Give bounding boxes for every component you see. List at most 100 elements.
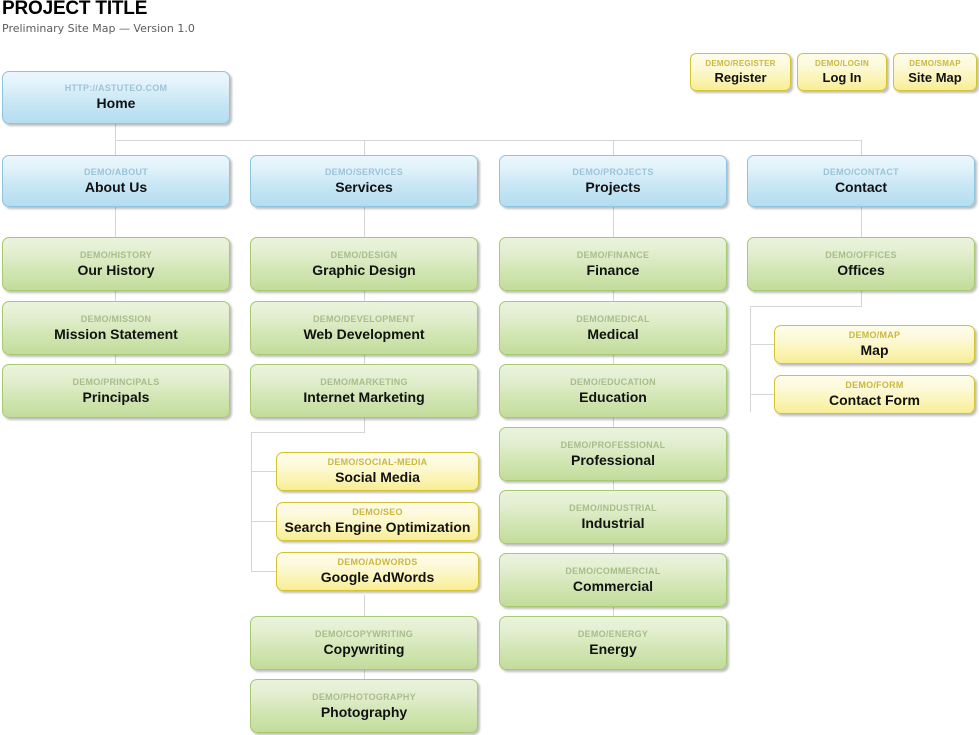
node-projects-title: Projects [585,178,641,195]
node-industrial-title: Industrial [581,514,645,531]
node-contact-form-url: DEMO/FORM [845,380,904,390]
node-adwords-title: Google AdWords [320,569,435,585]
node-mission-statement[interactable]: DEMO/MISSION Mission Statement [2,301,230,355]
node-graphic-design[interactable]: DEMO/DESIGN Graphic Design [250,237,478,291]
connector-stub-social-media [251,471,277,472]
node-services-title: Services [335,178,393,195]
utility-button-sitemap[interactable]: DEMO/SMAP Site Map [893,53,977,91]
node-industrial[interactable]: DEMO/INDUSTRIAL Industrial [499,490,727,544]
connector-col2-spine-5 [364,670,365,680]
connector-col4-spine [861,207,862,237]
connector-stub-adwords [251,571,277,572]
node-map-title: Map [860,342,889,358]
node-seo-url: DEMO/SEO [352,507,403,517]
node-services[interactable]: DEMO/SERVICES Services [250,155,478,207]
node-contact[interactable]: DEMO/CONTACT Contact [747,155,975,207]
node-education-url: DEMO/EDUCATION [570,376,656,387]
utility-button-register[interactable]: DEMO/REGISTER Register [690,53,791,91]
node-internet-marketing[interactable]: DEMO/MARKETING Internet Marketing [250,364,478,418]
utility-button-login[interactable]: DEMO/LOGIN Log In [797,53,887,91]
node-photography[interactable]: DEMO/PHOTOGRAPHY Photography [250,679,478,733]
node-home-url: HTTP://ASTUTEO.COM [64,83,168,93]
connector-offices-down [861,291,862,307]
node-offices-title: Offices [837,261,885,278]
connector-marketing-bus [251,432,365,433]
node-web-development-title: Web Development [303,325,425,342]
connector-root-bus [115,140,861,141]
connector-stub-seo [251,521,277,522]
node-map[interactable]: DEMO/MAP Map [774,325,975,364]
page-title: PROJECT TITLE [2,0,148,19]
connector-col2-spine-3 [364,355,365,365]
node-about-us[interactable]: DEMO/ABOUT About Us [2,155,230,207]
node-our-history[interactable]: DEMO/HISTORY Our History [2,237,230,291]
node-professional-title: Professional [570,451,656,468]
node-home[interactable]: HTTP://ASTUTEO.COM Home [2,71,230,124]
node-offices[interactable]: DEMO/OFFICES Offices [747,237,975,291]
connector-col3-spine [613,207,614,237]
node-seo[interactable]: DEMO/SEO Search Engine Optimization [276,502,479,541]
node-seo-title: Search Engine Optimization [284,519,471,535]
node-commercial[interactable]: DEMO/COMMERCIAL Commercial [499,553,727,607]
connector-col3-spine-4 [613,418,614,428]
connector-col2-spine [364,207,365,237]
connector-col3-spine-3 [613,355,614,365]
node-services-url: DEMO/SERVICES [324,166,404,177]
connector-offices-bus [750,306,862,307]
node-internet-marketing-url: DEMO/MARKETING [320,376,408,387]
node-education[interactable]: DEMO/EDUCATION Education [499,364,727,418]
node-copywriting[interactable]: DEMO/COPYWRITING Copywriting [250,616,478,670]
node-medical-title: Medical [587,325,639,342]
node-finance-title: Finance [586,261,640,278]
node-adwords-url: DEMO/ADWORDS [337,557,418,567]
utility-button-sitemap-title: Site Map [908,70,962,85]
node-commercial-title: Commercial [572,577,654,594]
connector-col1-spine-3 [115,355,116,365]
node-principals-url: DEMO/PRINCIPALS [72,376,160,387]
connector-marketing-down [364,418,365,433]
node-graphic-design-url: DEMO/DESIGN [330,249,398,260]
node-medical[interactable]: DEMO/MEDICAL Medical [499,301,727,355]
connector-stub-map [750,344,775,345]
node-projects[interactable]: DEMO/PROJECTS Projects [499,155,727,207]
page-subtitle: Preliminary Site Map — Version 1.0 [2,22,195,35]
node-home-title: Home [96,95,136,111]
node-map-url: DEMO/MAP [848,330,901,340]
node-commercial-url: DEMO/COMMERCIAL [565,565,661,576]
node-our-history-title: Our History [77,261,155,278]
node-contact-url: DEMO/CONTACT [823,166,899,177]
utility-button-register-title: Register [714,70,767,85]
node-about-us-url: DEMO/ABOUT [84,166,148,177]
connector-col3-spine-6 [613,544,614,554]
node-web-development[interactable]: DEMO/DEVELOPMENT Web Development [250,301,478,355]
node-copywriting-title: Copywriting [323,640,405,657]
node-energy[interactable]: DEMO/ENERGY Energy [499,616,727,670]
utility-button-login-title: Log In [822,70,862,85]
node-professional[interactable]: DEMO/PROFESSIONAL Professional [499,427,727,481]
connector-offices-rail [750,306,751,412]
node-social-media[interactable]: DEMO/SOCIAL-MEDIA Social Media [276,452,479,491]
connector-col3-spine-2 [613,291,614,301]
connector-col3-spine-5 [613,481,614,491]
node-contact-form[interactable]: DEMO/FORM Contact Form [774,375,975,414]
node-offices-url: DEMO/OFFICES [825,249,897,260]
connector-bus-drop-about [115,140,116,156]
node-contact-title: Contact [834,178,888,195]
node-principals[interactable]: DEMO/PRINCIPALS Principals [2,364,230,418]
connector-col1-spine-2 [115,291,116,301]
node-energy-url: DEMO/ENERGY [577,628,649,639]
node-finance[interactable]: DEMO/FINANCE Finance [499,237,727,291]
connector-bus-drop-projects [613,140,614,156]
connector-bus-drop-services [364,140,365,156]
node-web-development-url: DEMO/DEVELOPMENT [312,313,415,324]
node-mission-statement-title: Mission Statement [54,325,178,342]
node-education-title: Education [579,388,647,405]
node-energy-title: Energy [589,640,637,657]
node-copywriting-url: DEMO/COPYWRITING [315,628,413,639]
node-principals-title: Principals [82,388,150,405]
node-photography-url: DEMO/PHOTOGRAPHY [312,691,416,702]
utility-button-login-url: DEMO/LOGIN [814,59,870,68]
page-header: PROJECT TITLE Preliminary Site Map — Ver… [0,0,979,42]
node-adwords[interactable]: DEMO/ADWORDS Google AdWords [276,552,479,591]
